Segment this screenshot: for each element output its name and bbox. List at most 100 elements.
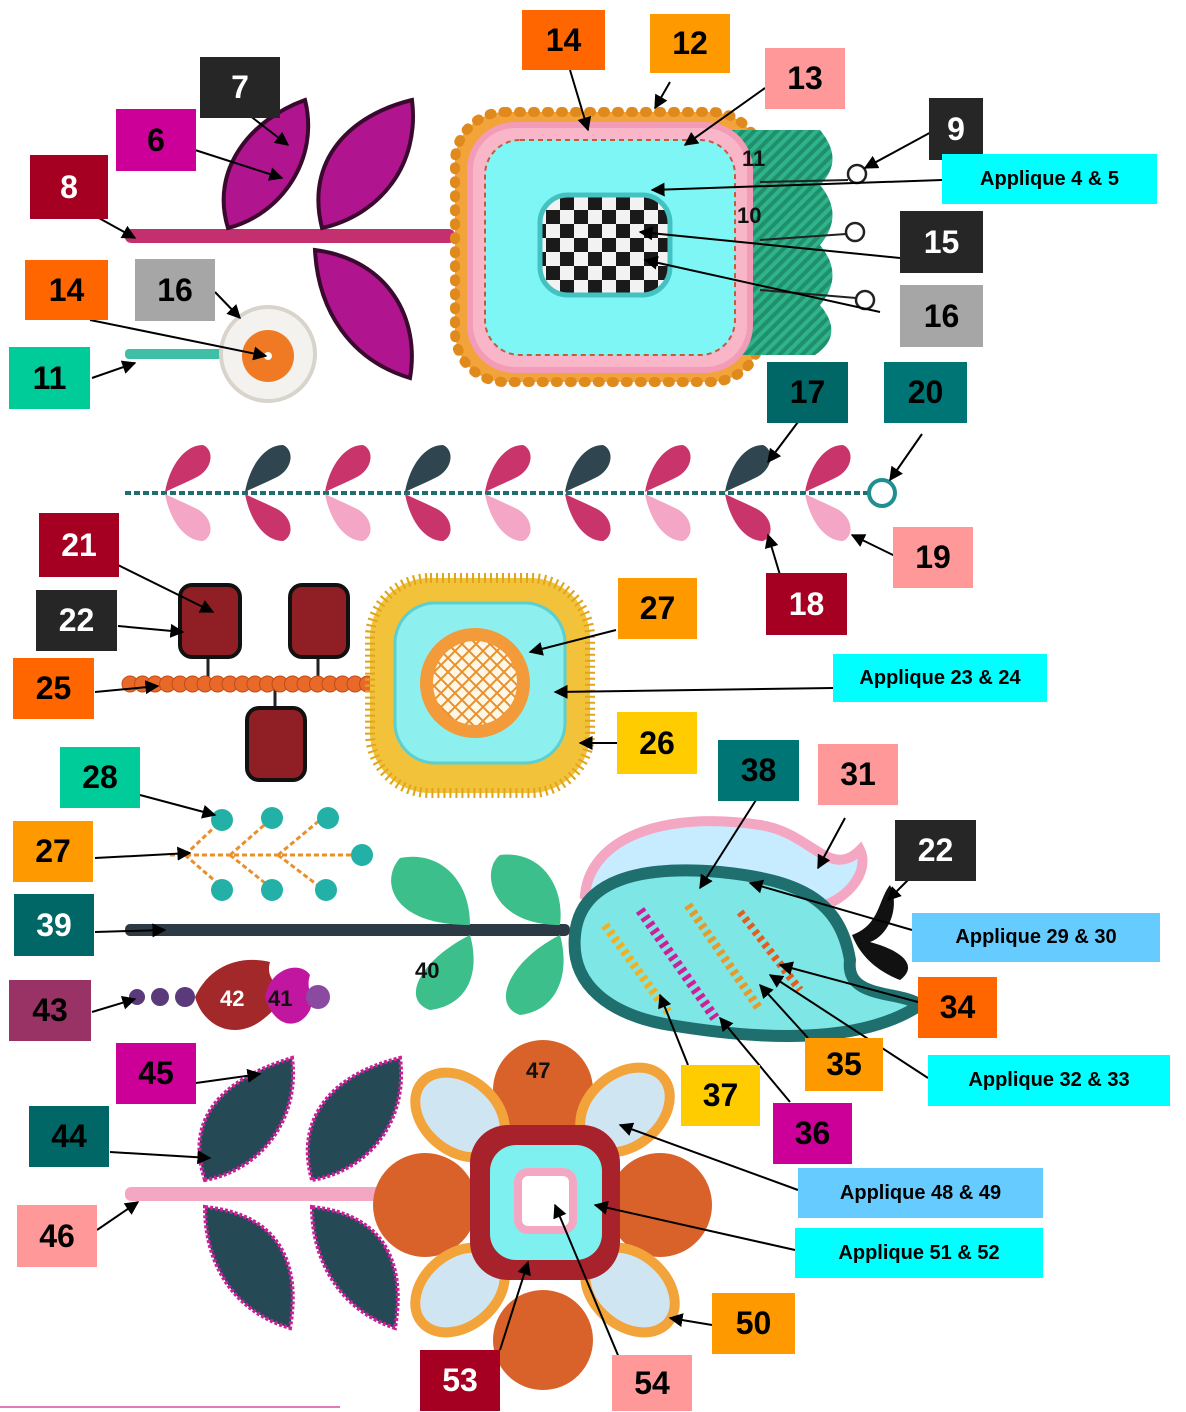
- dot-28-c: [317, 807, 339, 829]
- dot-28-b: [261, 807, 283, 829]
- teardrop-top-8: [725, 445, 771, 492]
- callout-27-sprig: 27: [13, 821, 93, 882]
- dot-28-g: [315, 879, 337, 901]
- teardrop-bottom-2: [245, 494, 291, 541]
- callout-19: 19: [893, 527, 973, 588]
- lattice-center: [433, 641, 517, 725]
- stem-11: [125, 349, 235, 359]
- inline-label-11: 11: [742, 146, 765, 172]
- callout-36: 36: [773, 1103, 852, 1164]
- large-flower: [373, 1040, 712, 1390]
- fringe-flower: [370, 578, 590, 793]
- callout-15: 15: [900, 211, 983, 273]
- callout-26: 26: [617, 712, 697, 774]
- inline-label-42: 42: [220, 986, 244, 1012]
- callout-18: 18: [766, 573, 847, 635]
- callout-31: 31: [818, 744, 898, 805]
- arrow-46: [97, 1202, 138, 1230]
- bud-branch: [122, 585, 376, 780]
- callout-14-left: 14: [25, 260, 108, 320]
- callout-11: 11: [9, 347, 90, 409]
- ring-20: [869, 480, 895, 506]
- callout-27-flower: 27: [618, 578, 697, 639]
- teardrop-top-5: [485, 445, 531, 492]
- callout-6: 6: [116, 109, 196, 171]
- callout-21: 21: [39, 513, 119, 577]
- arrow-applique-23-24: [555, 688, 833, 692]
- callout-50: 50: [712, 1293, 795, 1354]
- dot-28-f: [261, 879, 283, 901]
- arrow-12: [655, 82, 670, 108]
- callout-12: 12: [650, 14, 730, 73]
- petal-bottom: [493, 1290, 593, 1390]
- bud-21: [180, 585, 240, 657]
- inline-label-40: 40: [415, 958, 439, 984]
- callout-28: 28: [60, 747, 140, 808]
- callout-38: 38: [718, 740, 799, 801]
- teardrop-bottom-9: [805, 494, 851, 541]
- checker-patch-15: [540, 195, 670, 295]
- arrow-27-sprig: [95, 853, 190, 858]
- dot-28-d: [351, 844, 373, 866]
- bead-43-c: [175, 987, 195, 1007]
- callout-43: 43: [9, 980, 91, 1041]
- stem-39: [125, 924, 570, 936]
- arrow-11: [92, 363, 135, 378]
- small-white-flower: [125, 307, 315, 401]
- callout-34: 34: [918, 977, 997, 1038]
- callout-applique-23-24: Applique 23 & 24: [833, 654, 1047, 702]
- teardrop-garland: [125, 445, 895, 541]
- teardrop-top-4: [405, 445, 451, 492]
- callout-37: 37: [681, 1065, 760, 1126]
- arrow-20: [890, 434, 922, 480]
- teardrop-top-3: [325, 445, 371, 492]
- bead-43-b: [151, 988, 169, 1006]
- callout-16-left: 16: [135, 259, 215, 321]
- leaf-lower: [315, 250, 412, 378]
- arrow-18: [768, 535, 780, 575]
- purple-tip: [306, 985, 330, 1009]
- callout-20: 20: [884, 362, 967, 423]
- dot-28-a: [211, 809, 233, 831]
- leaf-ur: [308, 1058, 401, 1180]
- teardrop-top-9: [805, 445, 851, 492]
- teardrop-bottom-1: [165, 494, 211, 541]
- bead-43-a: [129, 989, 145, 1005]
- teardrop-top-2: [245, 445, 291, 492]
- outline-circle-9a: [848, 165, 866, 183]
- callout-39: 39: [14, 894, 94, 956]
- callout-9: 9: [929, 98, 983, 160]
- callout-22-curl: 22: [895, 820, 976, 881]
- petal-left: [373, 1153, 477, 1257]
- square-flower: [455, 112, 874, 382]
- petal-right: [608, 1153, 712, 1257]
- black-curl-22: [852, 885, 908, 980]
- outline-circle-9b: [846, 223, 864, 241]
- callout-14-top: 14: [522, 10, 605, 70]
- callout-8: 8: [30, 155, 108, 219]
- teardrop-bottom-8: [725, 494, 771, 541]
- arrow-9: [865, 130, 935, 168]
- stem-46: [125, 1187, 400, 1201]
- teardrop-bottom-6: [565, 494, 611, 541]
- callout-53: 53: [420, 1350, 500, 1411]
- bottom-rule: [0, 1406, 340, 1408]
- teardrop-top-7: [645, 445, 691, 492]
- teardrop-top-1: [165, 445, 211, 492]
- teardrop-bottom-7: [645, 494, 691, 541]
- callout-applique-32-33: Applique 32 & 33: [928, 1055, 1170, 1106]
- callout-45: 45: [116, 1043, 196, 1104]
- bud-lower: [247, 708, 305, 780]
- callout-46: 46: [17, 1205, 97, 1267]
- teardrop-bottom-5: [485, 494, 531, 541]
- teardrop-top-6: [565, 445, 611, 492]
- callout-44: 44: [29, 1106, 109, 1167]
- teardrop-bottom-4: [405, 494, 451, 541]
- dot-28-e: [211, 879, 233, 901]
- callout-7: 7: [200, 57, 280, 118]
- arrow-16-left: [215, 292, 240, 318]
- inline-label-47: 47: [526, 1058, 550, 1084]
- callout-54: 54: [612, 1355, 692, 1411]
- arrow-19: [852, 535, 895, 556]
- callout-applique-51-52: Applique 51 & 52: [795, 1228, 1043, 1278]
